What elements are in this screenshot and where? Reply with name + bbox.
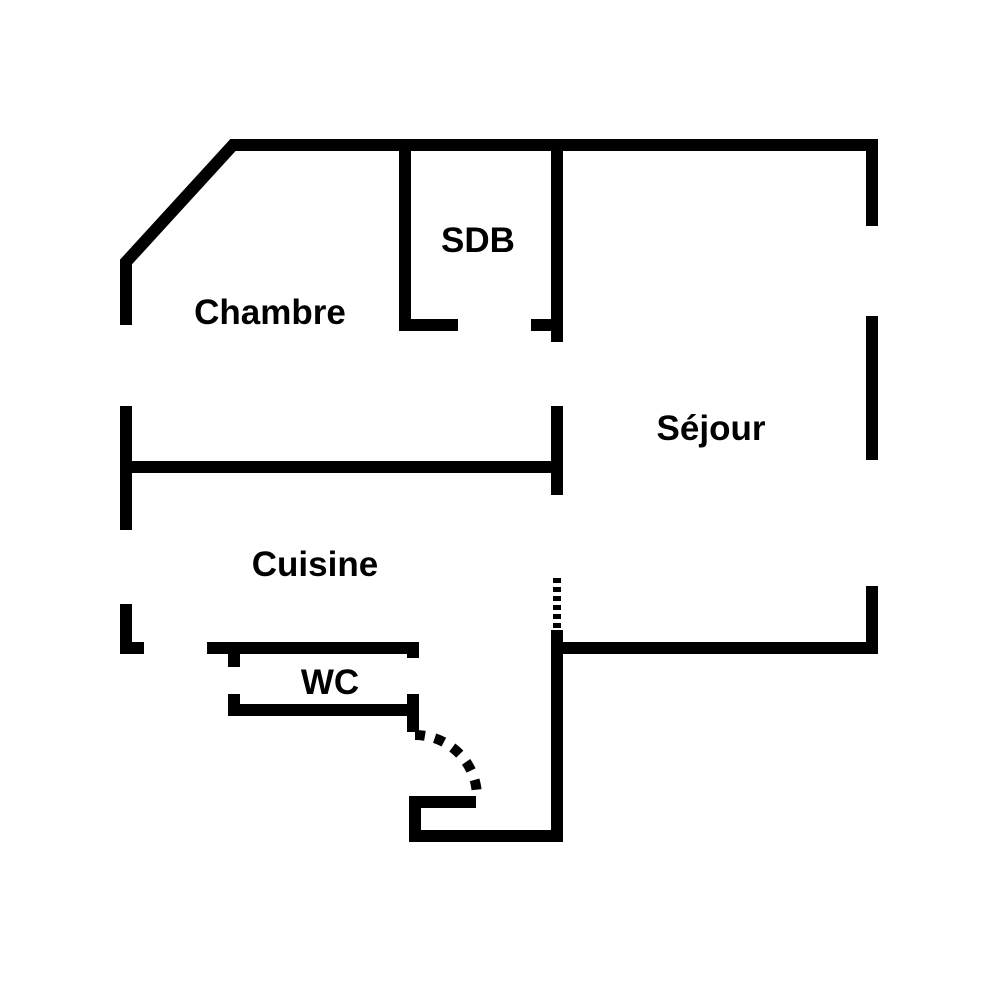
room-label-sdb: SDB: [441, 221, 515, 260]
entrance-wall: [409, 796, 476, 836]
room-label-sejour: Séjour: [657, 409, 766, 448]
room-labels: Chambre SDB Séjour Cuisine WC: [194, 221, 766, 702]
room-label-chambre: Chambre: [194, 293, 346, 332]
sdb-wall-left: [399, 145, 458, 331]
wc-wall-bottom: [228, 694, 419, 716]
room-label-wc: WC: [301, 663, 359, 702]
outer-wall-east-3: [557, 586, 878, 654]
entrance-door-swing: [414, 730, 482, 798]
walls: [120, 139, 878, 842]
outer-wall-west-3: [120, 604, 144, 654]
hall-wall-east: [409, 630, 563, 842]
room-label-cuisine: Cuisine: [252, 545, 378, 584]
